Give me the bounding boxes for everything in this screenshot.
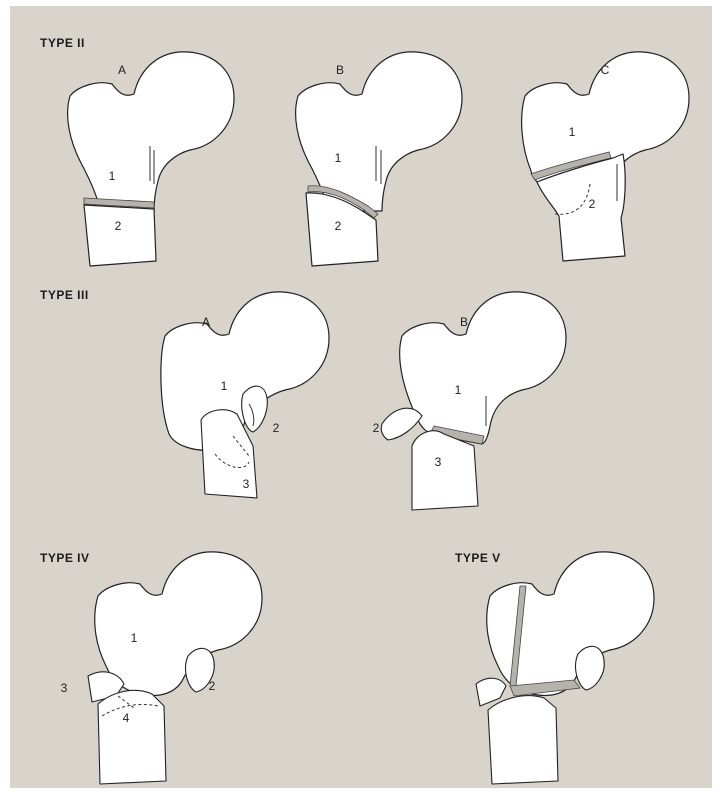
type-ii-b-figure (296, 52, 462, 266)
type-ii-c-label: C (601, 63, 610, 77)
type-ii-a-fragment-1-label: 1 (109, 169, 116, 183)
type-iii-a-fragment-2-label: 2 (273, 421, 280, 435)
type-ii-c-figure (522, 52, 689, 261)
type-iii-a-trochanter-fragment (242, 386, 268, 432)
type-ii-b-fragment-2-label: 2 (335, 219, 342, 233)
type-iii-a-fragment-3-label: 3 (243, 477, 250, 491)
type-iii-heading: TYPE III (40, 288, 89, 302)
type-iii-b-fragment-1-label: 1 (455, 383, 462, 397)
type-iii-b-figure (381, 292, 566, 510)
type-iii-b-trochanter-fragment (381, 408, 422, 440)
type-iii-b-fragment-2-label: 2 (373, 421, 380, 435)
type-ii-a-fragment-2-label: 2 (115, 219, 122, 233)
type-iv-shaft (98, 690, 166, 784)
type-iii-b-shaft (412, 431, 478, 510)
type-v-shaft (488, 696, 558, 784)
type-iv-fragment-4-label: 4 (123, 711, 130, 725)
type-iv-heading: TYPE IV (40, 551, 90, 565)
diagram-panel: TYPE II TYPE III TYPE IV TYPE V A 1 2 B … (10, 6, 712, 788)
type-v-heading: TYPE V (455, 551, 501, 565)
fracture-diagram-svg (10, 6, 712, 788)
type-iv-fragment-3-label: 3 (61, 681, 68, 695)
type-ii-heading: TYPE II (40, 36, 85, 50)
type-ii-b-fragment-1-label: 1 (335, 151, 342, 165)
type-iii-a-head-neck (161, 292, 329, 451)
type-iv-fragment-1-label: 1 (131, 631, 138, 645)
type-iii-b-fragment-3-label: 3 (435, 455, 442, 469)
type-iii-a-fragment-1-label: 1 (221, 379, 228, 393)
type-iv-fragment-2-label: 2 (209, 679, 216, 693)
type-ii-a-label: A (118, 63, 126, 77)
type-iv-figure (88, 552, 262, 784)
type-ii-a-shaft (84, 205, 156, 266)
type-ii-a-figure (68, 52, 234, 266)
type-iii-a-figure (161, 292, 329, 498)
type-ii-b-label: B (336, 63, 344, 77)
type-iv-head-neck (95, 552, 262, 696)
type-iii-b-label: B (460, 315, 468, 329)
type-v-lesser-trochanter-fragment (576, 646, 605, 690)
type-iii-b-head-neck (400, 292, 566, 444)
type-ii-a-head-neck (68, 52, 234, 211)
type-iii-a-label: A (202, 315, 210, 329)
type-ii-c-fragment-1-label: 1 (569, 125, 576, 139)
type-v-figure (476, 552, 654, 784)
type-ii-c-fragment-2-label: 2 (589, 197, 596, 211)
